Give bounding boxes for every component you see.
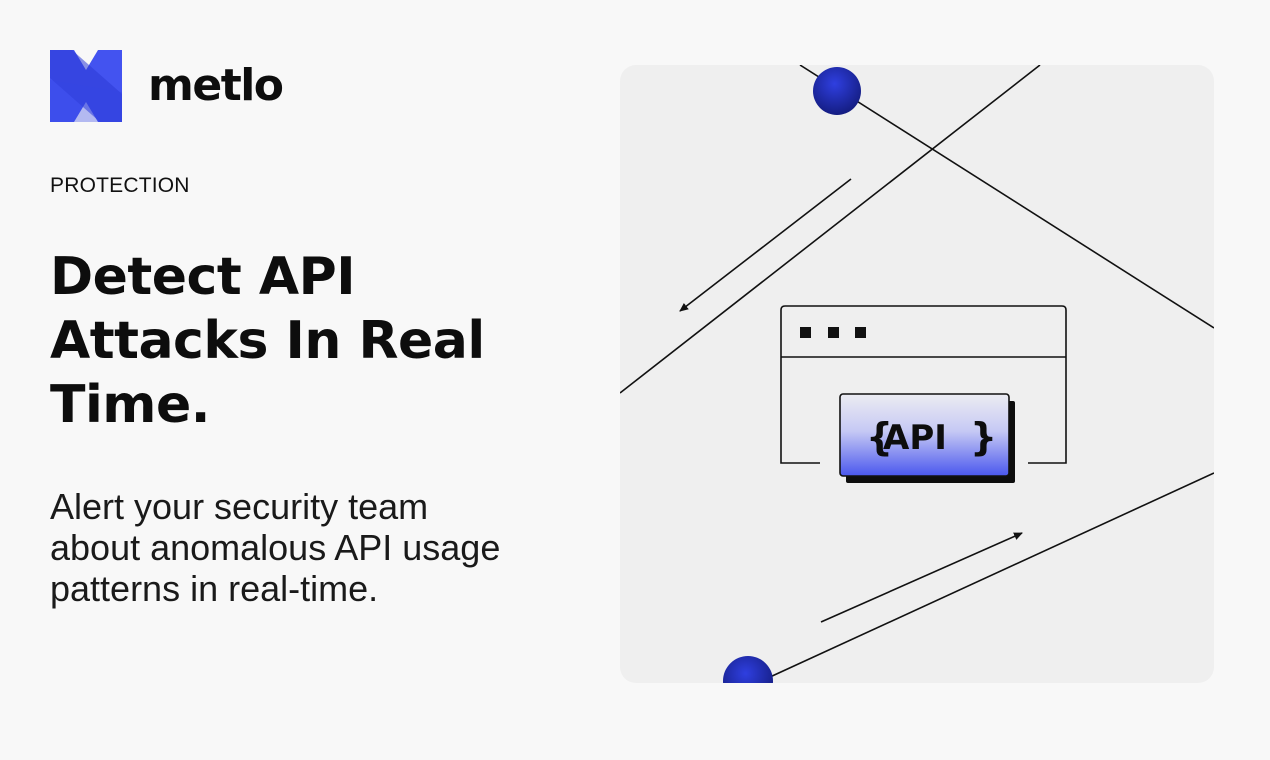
arrow-incoming-icon — [679, 178, 852, 312]
api-badge: { API } — [839, 393, 1015, 483]
api-traffic-illustration: { API } — [620, 65, 1214, 683]
section-eyebrow: PROTECTION — [50, 174, 190, 197]
window-dot-icon — [828, 327, 839, 338]
api-brace-open: { — [866, 415, 893, 459]
brand: metlo — [50, 50, 284, 122]
window-dot-icon — [855, 327, 866, 338]
brand-name: metlo — [148, 60, 284, 111]
response-node-icon — [723, 656, 773, 683]
arrow-outgoing-icon — [820, 532, 1023, 623]
window-dot-icon — [800, 327, 811, 338]
traffic-line — [799, 65, 1214, 329]
api-badge-label: API — [883, 418, 947, 458]
traffic-line — [769, 472, 1214, 678]
page-description: Alert your security team about anomalous… — [50, 486, 501, 609]
traffic-line — [620, 65, 1041, 394]
page-title: Detect API Attacks In Real Time. — [50, 247, 485, 435]
api-brace-close: } — [970, 415, 997, 459]
metlo-logo-icon — [50, 50, 122, 122]
illustration-panel: { API } — [620, 65, 1214, 683]
request-node-icon — [813, 67, 861, 115]
